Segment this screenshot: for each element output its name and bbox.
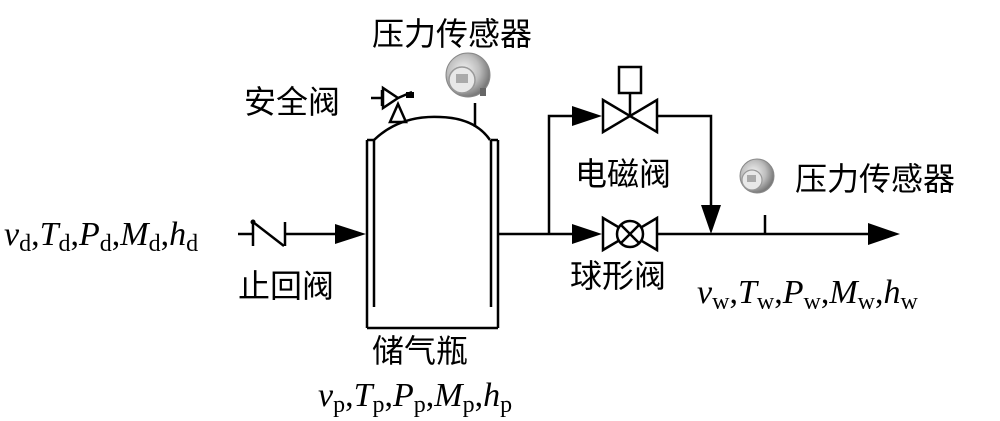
outlet-flow-arrow	[868, 223, 900, 245]
inlet-variables: vd,Td,Pd,Md,hd	[4, 216, 198, 257]
bypass-pipe-up	[547, 114, 580, 234]
ball-valve-inlet-arrow	[572, 224, 602, 244]
gas-cylinder	[365, 115, 500, 330]
check-valve-label: 止回阀	[238, 267, 334, 305]
safety-valve-icon	[371, 85, 414, 124]
pressure-sensor-right-label: 压力传感器	[795, 160, 955, 198]
ball-valve-label: 球形阀	[570, 257, 666, 295]
check-valve-icon	[238, 219, 287, 247]
bypass-pipe-down	[657, 114, 713, 215]
pressure-sensor-right-icon	[739, 158, 775, 194]
solenoid-inlet-arrow	[572, 106, 602, 126]
safety-valve-label: 安全阀	[244, 83, 340, 121]
pressure-sensor-top-icon	[445, 52, 491, 98]
solenoid-valve-icon	[601, 65, 659, 135]
cylinder-variables: vp,Tp,Pp,Mp,hp	[318, 377, 512, 418]
solenoid-valve-label: 电磁阀	[575, 155, 671, 193]
ball-valve-icon	[601, 215, 659, 253]
gas-cylinder-label: 储气瓶	[372, 332, 468, 370]
bypass-return-arrow	[701, 205, 721, 234]
inlet-flow-arrow	[335, 224, 366, 244]
pressure-sensor-top-label: 压力传感器	[372, 15, 532, 53]
outlet-variables: vw,Tw,Pw,Mw,hw	[697, 274, 919, 315]
